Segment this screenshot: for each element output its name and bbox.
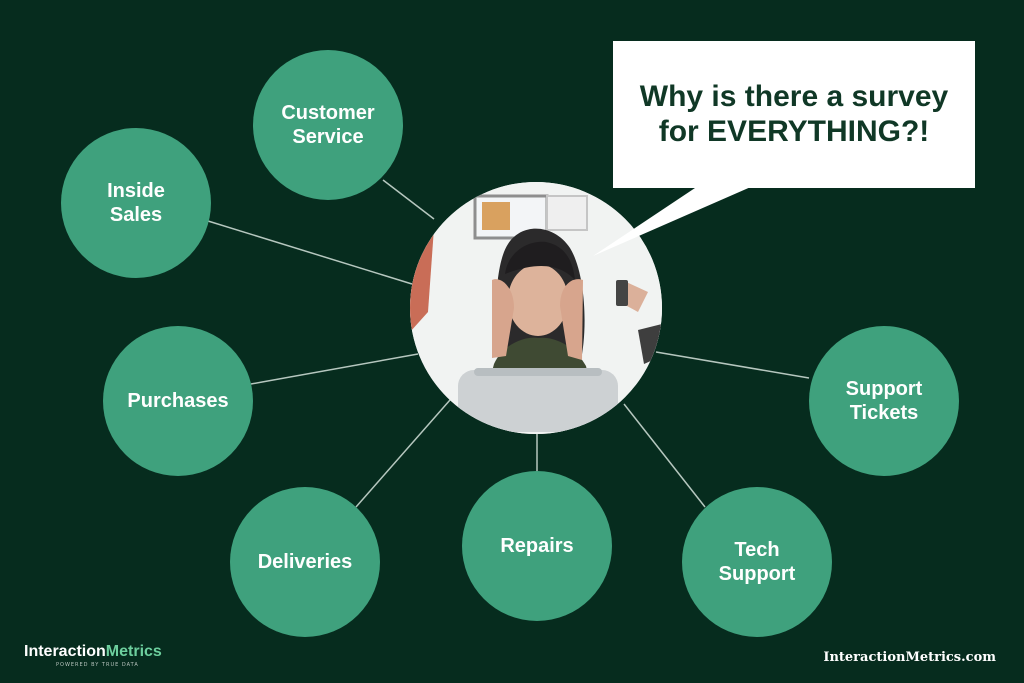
node-label: Inside Sales	[107, 180, 165, 226]
node-purchases: Purchases	[103, 326, 253, 476]
brand-logo: InteractionMetrics	[24, 644, 162, 660]
brand-logo-main: Interaction	[24, 643, 106, 660]
connector-inside-sales	[207, 220, 413, 285]
node-label: Deliveries	[257, 551, 353, 573]
node-label: Support Tickets	[845, 378, 923, 424]
node-label: Tech Support	[718, 539, 796, 585]
speech-bubble-text: Why is there a survey for EVERYTHING?!	[639, 80, 949, 148]
node-tech-support: Tech Support	[682, 487, 832, 637]
node-repairs: Repairs	[462, 471, 612, 621]
connector-purchases	[250, 353, 419, 385]
brand-tagline: Powered by True Data	[56, 662, 139, 668]
stressed-person-image	[410, 182, 662, 434]
connector-customer-service	[382, 179, 435, 220]
speech-bubble-tail	[593, 186, 753, 256]
node-support-tickets: Support Tickets	[809, 326, 959, 476]
photo-illustration	[410, 182, 662, 434]
connector-support-tickets	[655, 351, 810, 379]
connector-tech-support	[623, 403, 706, 508]
node-label: Repairs	[500, 535, 574, 557]
node-deliveries: Deliveries	[230, 487, 380, 637]
site-url: InteractionMetrics.com	[823, 650, 996, 665]
speech-bubble: Why is there a survey for EVERYTHING?!	[613, 41, 975, 188]
connector-deliveries	[355, 399, 451, 508]
node-customer-service: Customer Service	[253, 50, 403, 200]
node-label: Customer Service	[281, 102, 375, 148]
node-label: Purchases	[127, 390, 229, 412]
node-inside-sales: Inside Sales	[61, 128, 211, 278]
brand-logo-accent: Metrics	[105, 643, 162, 660]
